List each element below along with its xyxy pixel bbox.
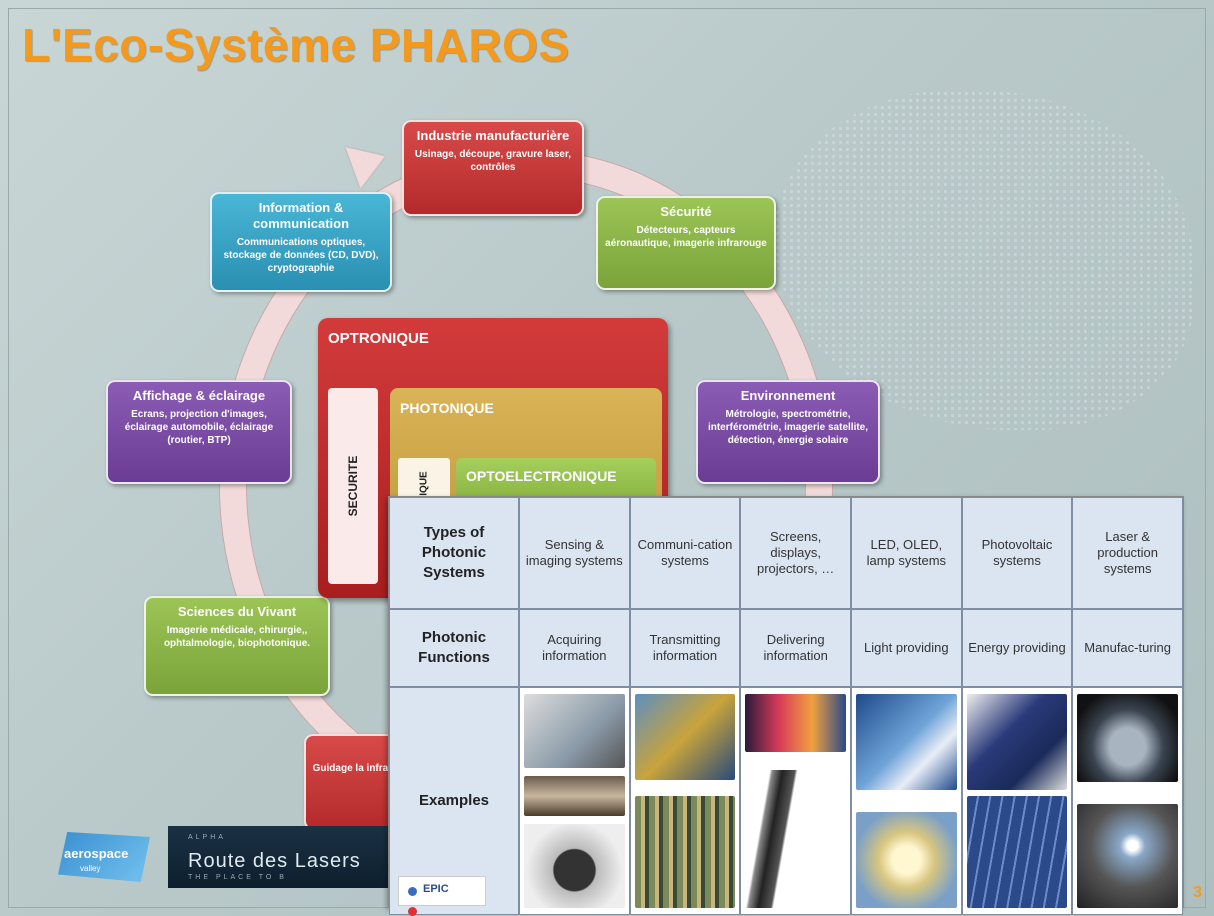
page-number: 3: [1193, 884, 1202, 901]
solar-cell-image: [966, 694, 1068, 790]
route-logo-name: Route des Lasers: [188, 850, 361, 872]
node-information-desc: Communications optiques, stockage de don…: [223, 237, 379, 274]
led-chip-image: [855, 812, 957, 908]
function-cell: Delivering information: [740, 609, 851, 687]
row-header-examples: Examples EPIC: [389, 687, 519, 916]
route-logo-tagline: THE PLACE TO B: [188, 874, 287, 881]
laser-module-image: [634, 694, 736, 780]
row-header-functions: Photonic Functions: [389, 609, 519, 687]
display-screen-image: [745, 694, 846, 752]
type-cell: Screens, displays, projectors, …: [740, 497, 851, 609]
robot-vehicle-image: [524, 824, 625, 908]
node-information: Information & communication Communicatio…: [210, 192, 392, 292]
securite-vertical-box: SECURITE: [328, 388, 378, 584]
node-industrie-desc: Usinage, découpe, gravure laser, contrôl…: [414, 149, 572, 173]
node-securite-desc: Détecteurs, capteurs aéronautique, image…: [605, 225, 767, 249]
fiber-cables-image: [634, 796, 736, 908]
node-environnement-title: Environnement: [740, 388, 836, 403]
node-securite: Sécurité Détecteurs, capteurs aéronautiq…: [596, 196, 776, 290]
world-map-background: [774, 90, 1194, 430]
photonic-systems-table: Types of Photonic Systems Sensing & imag…: [388, 496, 1184, 916]
node-affichage: Affichage & éclairage Ecrans, projection…: [106, 380, 292, 484]
node-information-title: Information & communication: [252, 200, 350, 231]
node-securite-title: Sécurité: [660, 204, 712, 219]
slide-title: L'Eco-Système PHAROS: [22, 19, 570, 71]
examples-label: Examples: [418, 792, 490, 809]
examples-photovoltaic: [961, 687, 1073, 915]
examples-sensing: [519, 687, 630, 915]
node-sciences-vivant: Sciences du Vivant Imagerie médicale, ch…: [144, 596, 330, 696]
function-cell: Light providing: [850, 609, 962, 687]
epic-logo-text: EPIC: [423, 883, 449, 895]
epic-logo: EPIC: [398, 876, 486, 916]
node-sciences-vivant-title: Sciences du Vivant: [177, 604, 297, 619]
function-cell: Transmitting information: [629, 609, 741, 687]
monitor-image: [745, 770, 846, 908]
type-cell: Laser & production systems: [1072, 497, 1183, 609]
aerospace-valley-logo: aerospace valley: [58, 832, 150, 882]
node-affichage-desc: Ecrans, projection d'images, éclairage a…: [124, 409, 274, 446]
examples-laser: [1072, 687, 1183, 915]
node-defense-desc: Guidage la infrarouge: [312, 763, 416, 774]
partial-vertical-label: IQUE: [418, 471, 430, 496]
route-logo-top: ALPHA: [188, 834, 226, 841]
route-des-lasers-logo: ALPHA Route des Lasers THE PLACE TO B: [168, 826, 398, 888]
optronique-label: OPTRONIQUE: [328, 330, 429, 347]
led-tubes-image: [855, 694, 957, 790]
type-cell: Communi-cation systems: [629, 497, 741, 609]
sensor-module-image: [524, 776, 625, 816]
function-cell: Acquiring information: [519, 609, 630, 687]
type-cell: Photovoltaic systems: [961, 497, 1073, 609]
node-industrie: Industrie manufacturière Usinage, découp…: [402, 120, 584, 216]
aerospace-logo-text: aerospace: [64, 846, 129, 861]
examples-screens: [740, 687, 851, 915]
solar-panels-image: [966, 796, 1068, 908]
node-sciences-vivant-desc: Imagerie médicale, chirurgie,, ophtalmol…: [163, 625, 311, 649]
function-cell: Manufac-turing: [1072, 609, 1183, 687]
valley-logo-text: valley: [80, 864, 101, 873]
examples-led: [850, 687, 962, 915]
examples-communication: [629, 687, 741, 915]
type-cell: LED, OLED, lamp systems: [850, 497, 962, 609]
securite-vertical-label: SECURITE: [346, 455, 360, 517]
type-cell: Sensing & imaging systems: [519, 497, 630, 609]
node-environnement: Environnement Métrologie, spectrométrie,…: [696, 380, 880, 484]
node-environnement-desc: Métrologie, spectrométrie, interférométr…: [707, 409, 869, 446]
node-industrie-title: Industrie manufacturière: [416, 128, 570, 143]
photonique-label: PHOTONIQUE: [400, 400, 494, 416]
row-header-types: Types of Photonic Systems: [389, 497, 519, 609]
function-cell: Energy providing: [961, 609, 1073, 687]
node-affichage-title: Affichage & éclairage: [132, 388, 266, 403]
camera-device-image: [524, 694, 625, 768]
laser-cutting-image: [1077, 804, 1178, 908]
optoelectronique-label: OPTOELECTRONIQUE: [466, 468, 617, 484]
wafer-processing-image: [1077, 694, 1178, 782]
